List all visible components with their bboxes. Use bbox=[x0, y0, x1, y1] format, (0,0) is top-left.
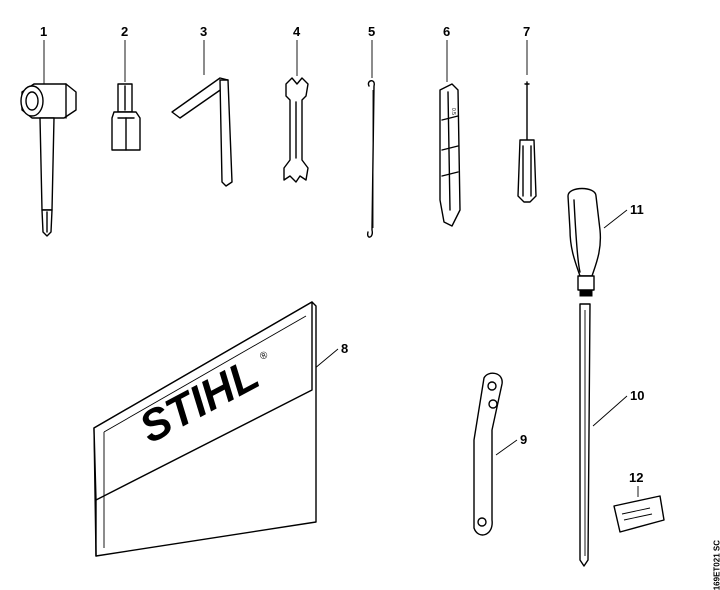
filing-gauge bbox=[613, 495, 665, 533]
wire-hook bbox=[366, 80, 375, 238]
leader-lines bbox=[43, 40, 639, 497]
callout-10: 10 bbox=[630, 388, 644, 403]
round-file bbox=[579, 303, 591, 567]
callout-3: 3 bbox=[200, 24, 207, 39]
callout-2: 2 bbox=[121, 24, 128, 39]
callout-7: 7 bbox=[523, 24, 530, 39]
file-handle bbox=[567, 187, 602, 297]
callout-1: 1 bbox=[40, 24, 47, 39]
file-holder bbox=[473, 372, 503, 536]
callout-6: 6 bbox=[443, 24, 450, 39]
reference-code: 169ET021 SC bbox=[712, 540, 720, 590]
screwdriver bbox=[517, 81, 537, 203]
combination-wrench bbox=[20, 83, 77, 237]
callout-8: 8 bbox=[341, 341, 348, 356]
gauge-stamp: 0.5 bbox=[450, 108, 456, 115]
depth-gauge-tool: 0.5 bbox=[439, 83, 461, 227]
tool-pouch: STIHL ® bbox=[93, 301, 317, 557]
callout-4: 4 bbox=[293, 24, 301, 39]
open-end-spanner bbox=[283, 77, 309, 183]
hex-key bbox=[171, 77, 233, 187]
callout-12: 12 bbox=[629, 470, 643, 485]
callout-9: 9 bbox=[520, 432, 527, 447]
socket-adapter bbox=[111, 83, 141, 151]
callout-5: 5 bbox=[368, 24, 375, 39]
callout-11: 11 bbox=[630, 202, 644, 217]
